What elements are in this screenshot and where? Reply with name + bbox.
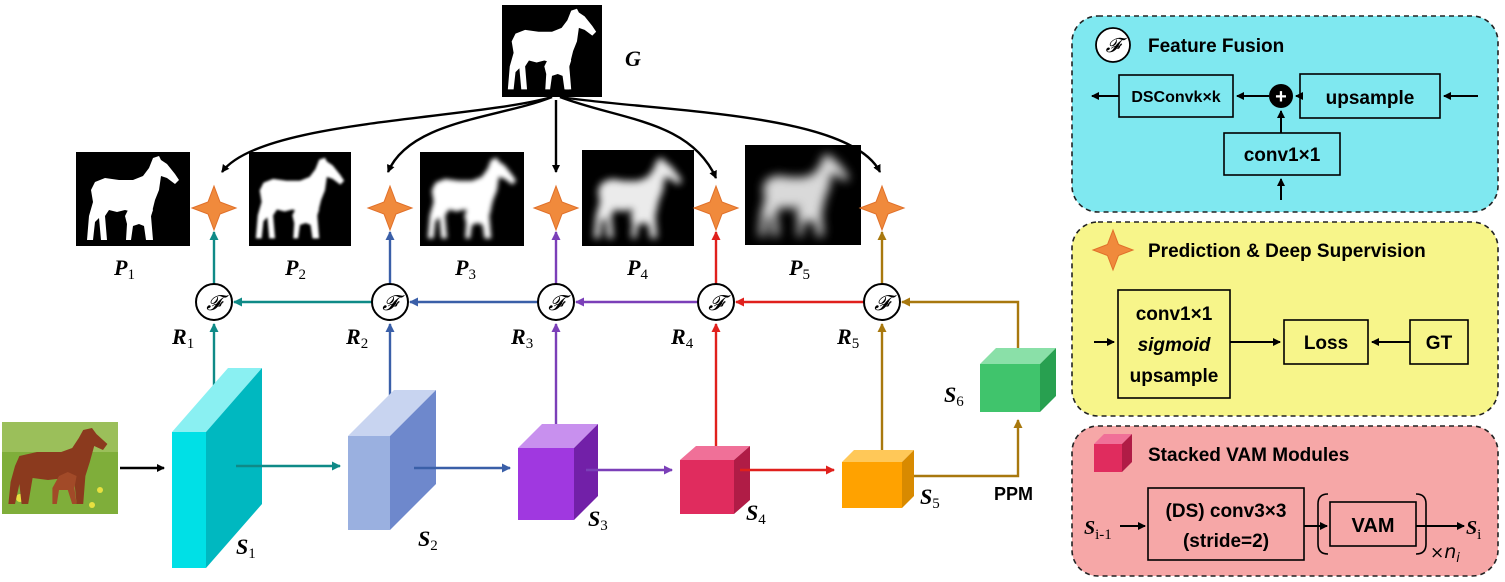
- arc-to-p1: [221, 95, 553, 173]
- star-legend-icon: [1091, 228, 1135, 272]
- stage-block-6: [980, 348, 1056, 412]
- s-label-5: S5: [920, 484, 940, 512]
- prediction-stars: [190, 184, 906, 232]
- s-label-2: S2: [418, 526, 438, 554]
- encoder-arrows: [236, 419, 1023, 478]
- vam-conv-line2: (stride=2): [1183, 531, 1269, 552]
- plus-icon: [1269, 84, 1293, 108]
- r-label-5: R5: [836, 324, 859, 352]
- star-icon-5: [858, 184, 906, 232]
- ground-truth: G: [502, 5, 641, 97]
- loss-box: [1283, 319, 1369, 365]
- upsample-box: [1299, 73, 1441, 119]
- pred-head-line2: sigmoid: [1138, 335, 1211, 356]
- star-icon-2: [366, 184, 414, 232]
- vam-legend-title: Stacked VAM Modules: [1148, 445, 1349, 466]
- ppm-label: PPM: [994, 484, 1033, 504]
- loss-label: Loss: [1304, 333, 1348, 354]
- star-icon-1: [190, 184, 238, 232]
- fusion-node-3: [537, 283, 575, 321]
- fusion-nodes: 𝓕 𝓕 𝓕 𝓕 𝓕: [195, 283, 901, 321]
- star-icon-3: [532, 184, 580, 232]
- r-label-2: R2: [345, 324, 368, 352]
- legend-feature-fusion: 𝓕 Feature Fusion DSConvk×k upsample + co…: [1071, 15, 1499, 213]
- vam-repeat-label: ×ni: [1430, 541, 1460, 566]
- fusion-legend-icon: [1095, 27, 1131, 63]
- dsconv-label: DSConvk×k: [1131, 89, 1220, 106]
- vam-input-label: Si-1: [1084, 517, 1112, 543]
- pred-head-line3: upsample: [1130, 366, 1219, 387]
- prediction-legend-title: Prediction & Deep Supervision: [1148, 241, 1426, 262]
- pred-label-3: P3: [454, 255, 476, 283]
- pred-label-1: P1: [113, 255, 135, 283]
- s-label-4: S4: [746, 500, 766, 528]
- pred-label-5: P5: [788, 255, 810, 283]
- upsample-label: upsample: [1326, 88, 1415, 109]
- stage-block-1: [172, 368, 262, 568]
- vam-conv-box: [1147, 487, 1305, 561]
- fusion-node-4: [697, 283, 735, 321]
- stage-block-3: [518, 424, 598, 520]
- fusion-node-5: [863, 283, 901, 321]
- pred-label-2: P2: [284, 255, 306, 283]
- fusion-to-star-arrows: [209, 231, 887, 284]
- stage-labels: S1 S2 S3 S4 S5 S6: [236, 382, 964, 562]
- vam-conv-line1: (DS) conv3×3: [1166, 501, 1287, 522]
- fusion-output-labels: R1 R2 R3 R4 R5: [171, 324, 859, 352]
- vam-output-label: Si: [1466, 517, 1481, 543]
- prediction-maps: P1 P2 P3 P4 P5: [76, 145, 861, 283]
- gt-box: [1409, 319, 1469, 365]
- fusion-legend-title: Feature Fusion: [1148, 36, 1284, 57]
- fusion-node-1: [195, 283, 233, 321]
- fusion-panel: [1071, 15, 1499, 213]
- input-horse: [8, 428, 108, 504]
- fusion-chain-arrows: [233, 297, 1020, 352]
- gt-label: G: [625, 46, 641, 71]
- encoder-blocks: [172, 348, 1056, 568]
- s-label-3: S3: [588, 506, 608, 534]
- conv1x1-label: conv1×1: [1244, 145, 1321, 166]
- arrow-s6-to-f5: [901, 297, 1020, 352]
- gt-box-label: GT: [1426, 333, 1453, 354]
- arrow-s5-to-s6: [914, 419, 1023, 478]
- arc-to-p4: [559, 95, 718, 179]
- s-label-6: S6: [944, 382, 964, 410]
- arc-to-p2: [386, 95, 553, 173]
- repeat-bracket-left: [1317, 493, 1329, 555]
- stage-block-2: [348, 390, 436, 530]
- pred-head-box: [1117, 289, 1231, 399]
- repeat-bracket-right: [1415, 493, 1427, 555]
- r-label-3: R3: [510, 324, 533, 352]
- conv1x1-box: [1223, 132, 1341, 176]
- plus-symbol: +: [1275, 86, 1287, 108]
- s-label-1: S1: [236, 534, 256, 562]
- pred-label-4: P4: [626, 255, 648, 283]
- vam-legend-icon: [1094, 434, 1132, 472]
- r-label-1: R1: [171, 324, 194, 352]
- legend-vam: Stacked VAM Modules Si-1 (DS) conv3×3 (s…: [1071, 425, 1499, 577]
- vam-box: [1329, 501, 1417, 547]
- legend-prediction: Prediction & Deep Supervision conv1×1 si…: [1071, 221, 1499, 417]
- vam-box-label: VAM: [1352, 515, 1395, 537]
- star-icon-4: [692, 184, 740, 232]
- r-label-4: R4: [670, 324, 694, 352]
- stage-block-5: [842, 450, 914, 508]
- input-image: [2, 422, 118, 514]
- fusion-node-2: [371, 283, 409, 321]
- pred-head-line1: conv1×1: [1136, 304, 1213, 325]
- stage-block-4: [680, 446, 750, 514]
